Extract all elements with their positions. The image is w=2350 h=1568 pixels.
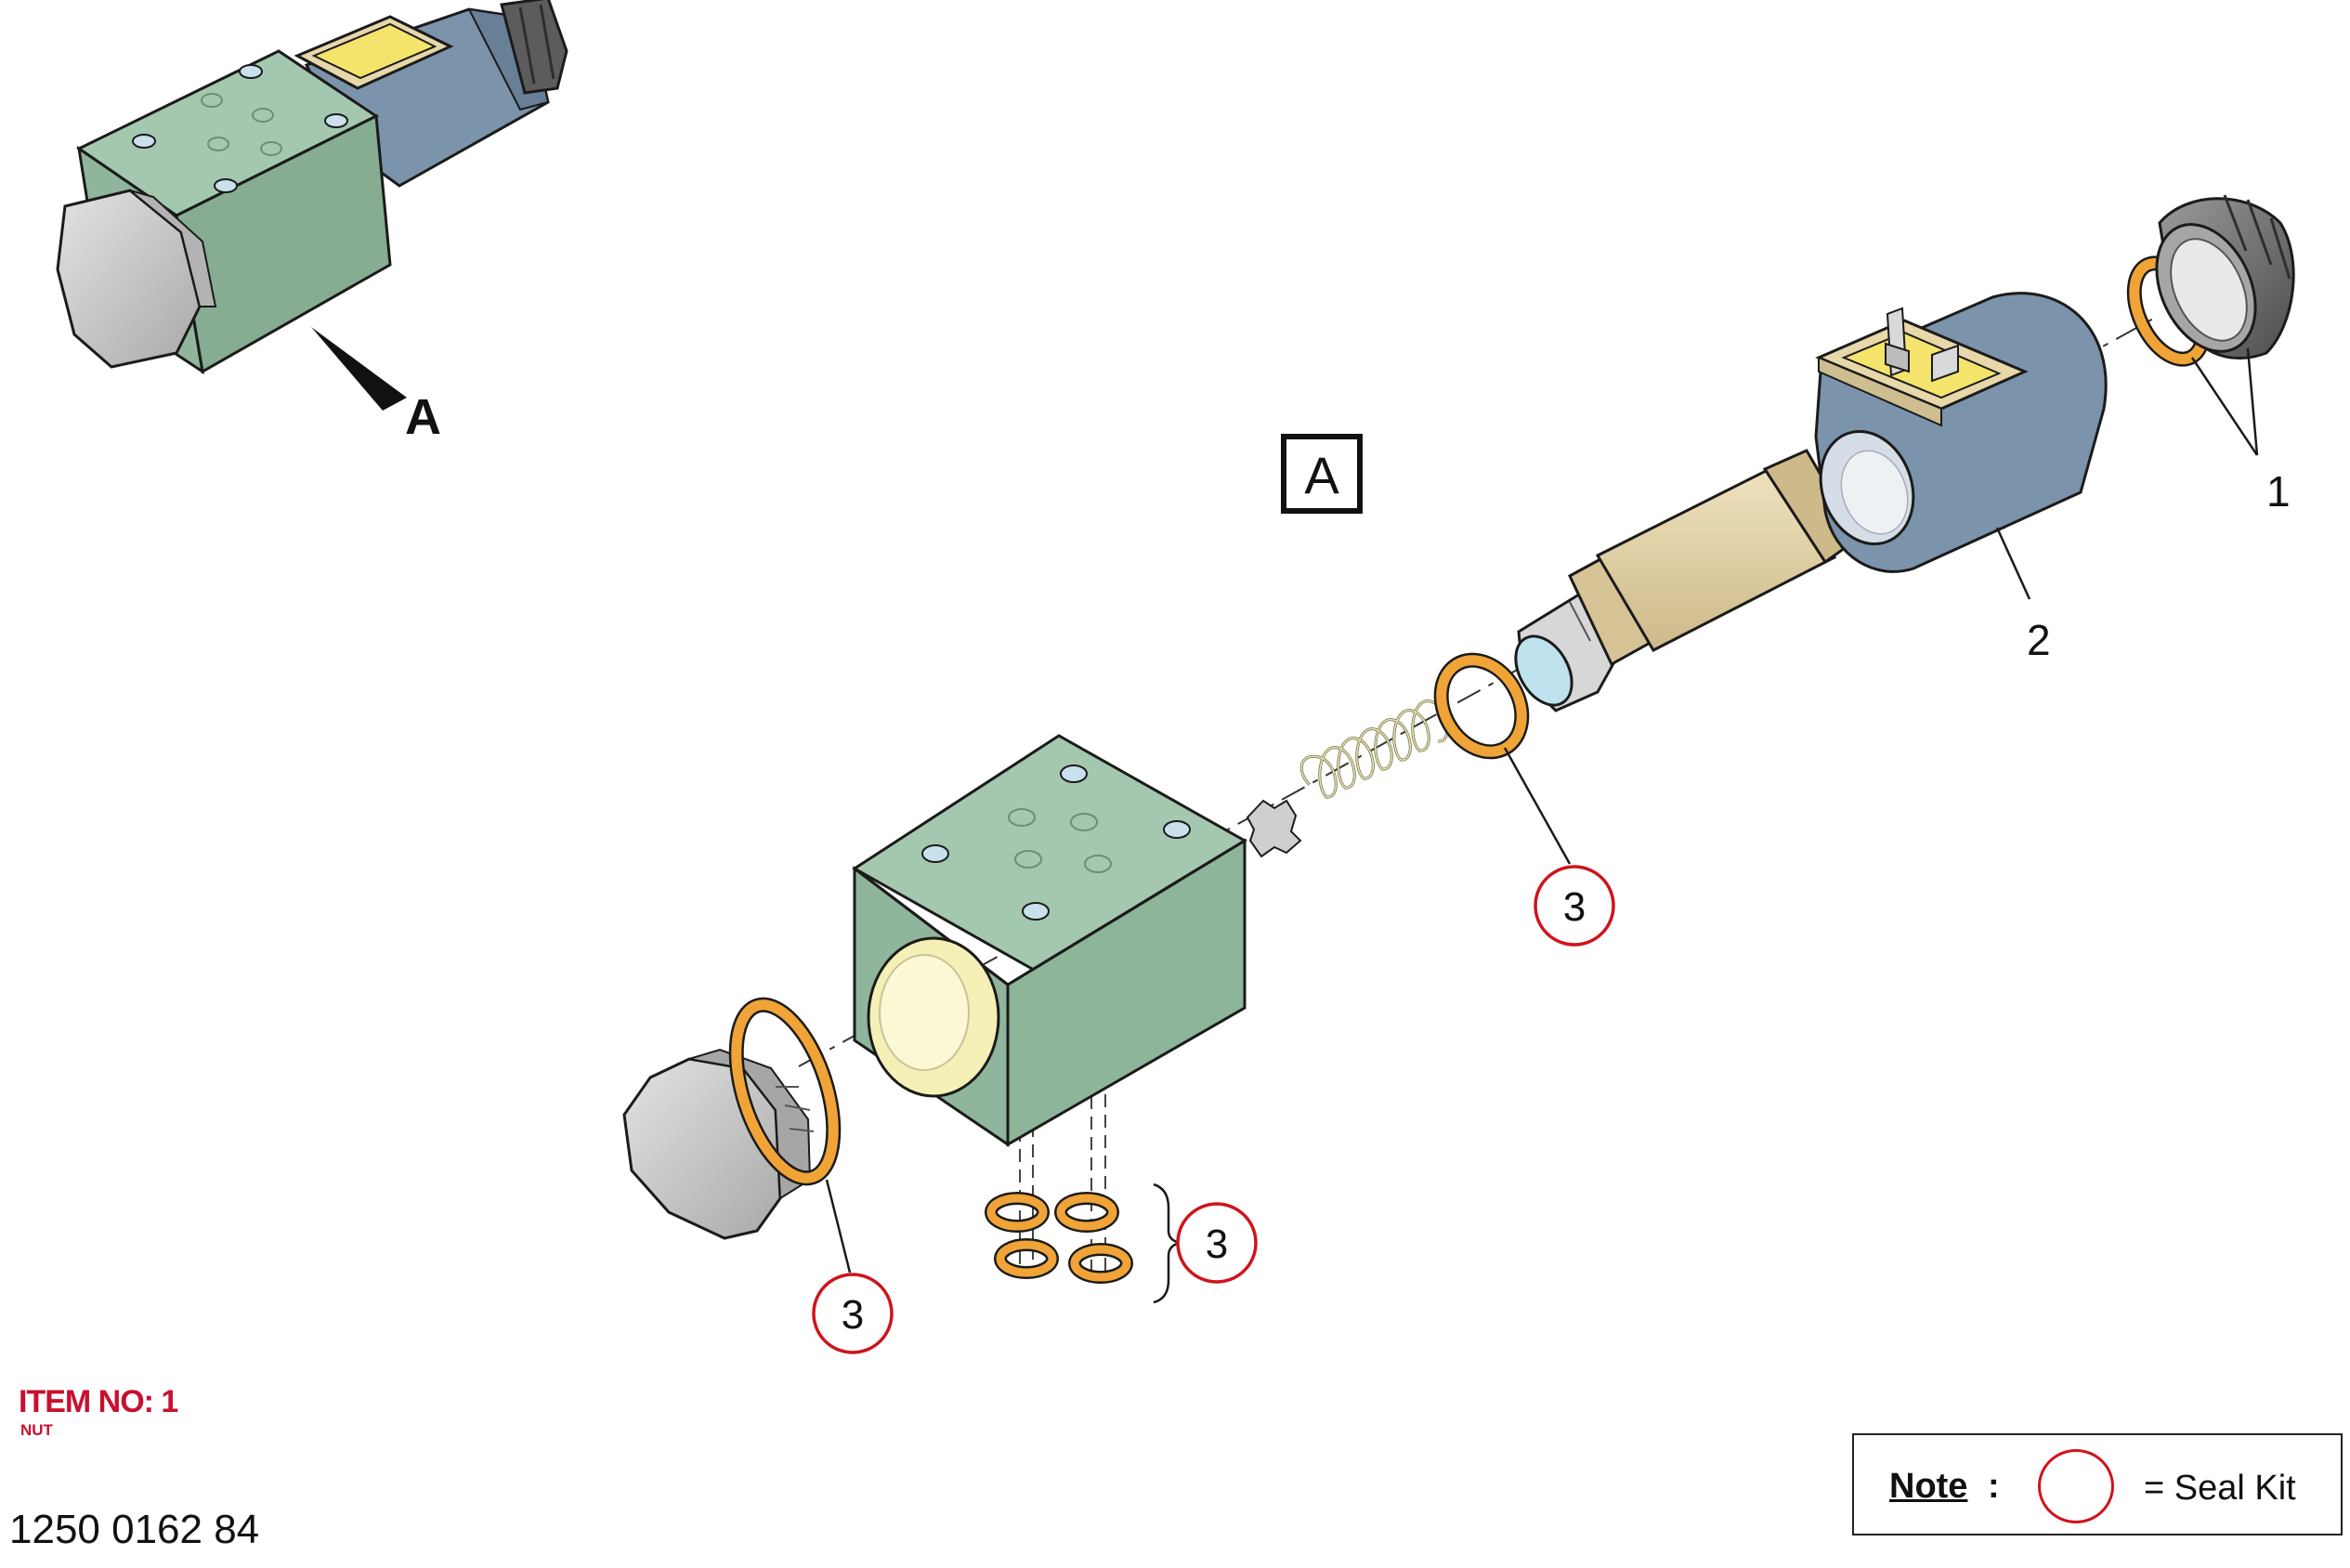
note-label: Note [1889,1467,1968,1506]
view-box: A [1281,434,1363,514]
callout-3-port-seals: 3 [1176,1202,1258,1284]
hex-plug [622,1048,815,1240]
seal-kit-circle-icon [2038,1449,2114,1523]
callout-3-plug-seal: 3 [812,1179,894,1354]
callout-1-number: 1 [2266,467,2291,516]
callout-1: 1 [2190,347,2291,516]
view-arrow [311,327,407,411]
item-description: NUT [20,1421,53,1439]
solenoid-coil [1814,292,2108,573]
connector-nut [2155,194,2295,360]
view-box-label: A [1304,446,1339,504]
spring [1299,699,1449,799]
callout-2: 2 [1995,527,2051,664]
callout-3-tube-seal-number: 3 [1563,884,1586,930]
callout-3-port-seals-number: 3 [1206,1222,1228,1267]
port-seals [985,1192,1133,1284]
inset-hex-plug [56,189,217,369]
star-washer [1246,799,1302,858]
view-marker-letter: A [405,389,441,445]
note-legend-text: = Seal Kit [2144,1469,2296,1508]
callout-3-tube-seal: 3 [1503,747,1615,947]
callout-3-plug-seal-number: 3 [842,1292,864,1338]
part-number: 1250 0162 84 [9,1507,260,1552]
port-seals-brace [1153,1183,1181,1304]
seal-kit-note: Note : = Seal Kit [1852,1433,2343,1535]
item-number-title: ITEM NO: 1 [19,1384,178,1419]
armature-tube [1514,449,1860,712]
callout-2-number: 2 [2027,616,2051,664]
valve-block [852,734,1247,1147]
note-colon: : [1988,1467,2000,1506]
inset-assembled-valve: A [56,0,568,445]
